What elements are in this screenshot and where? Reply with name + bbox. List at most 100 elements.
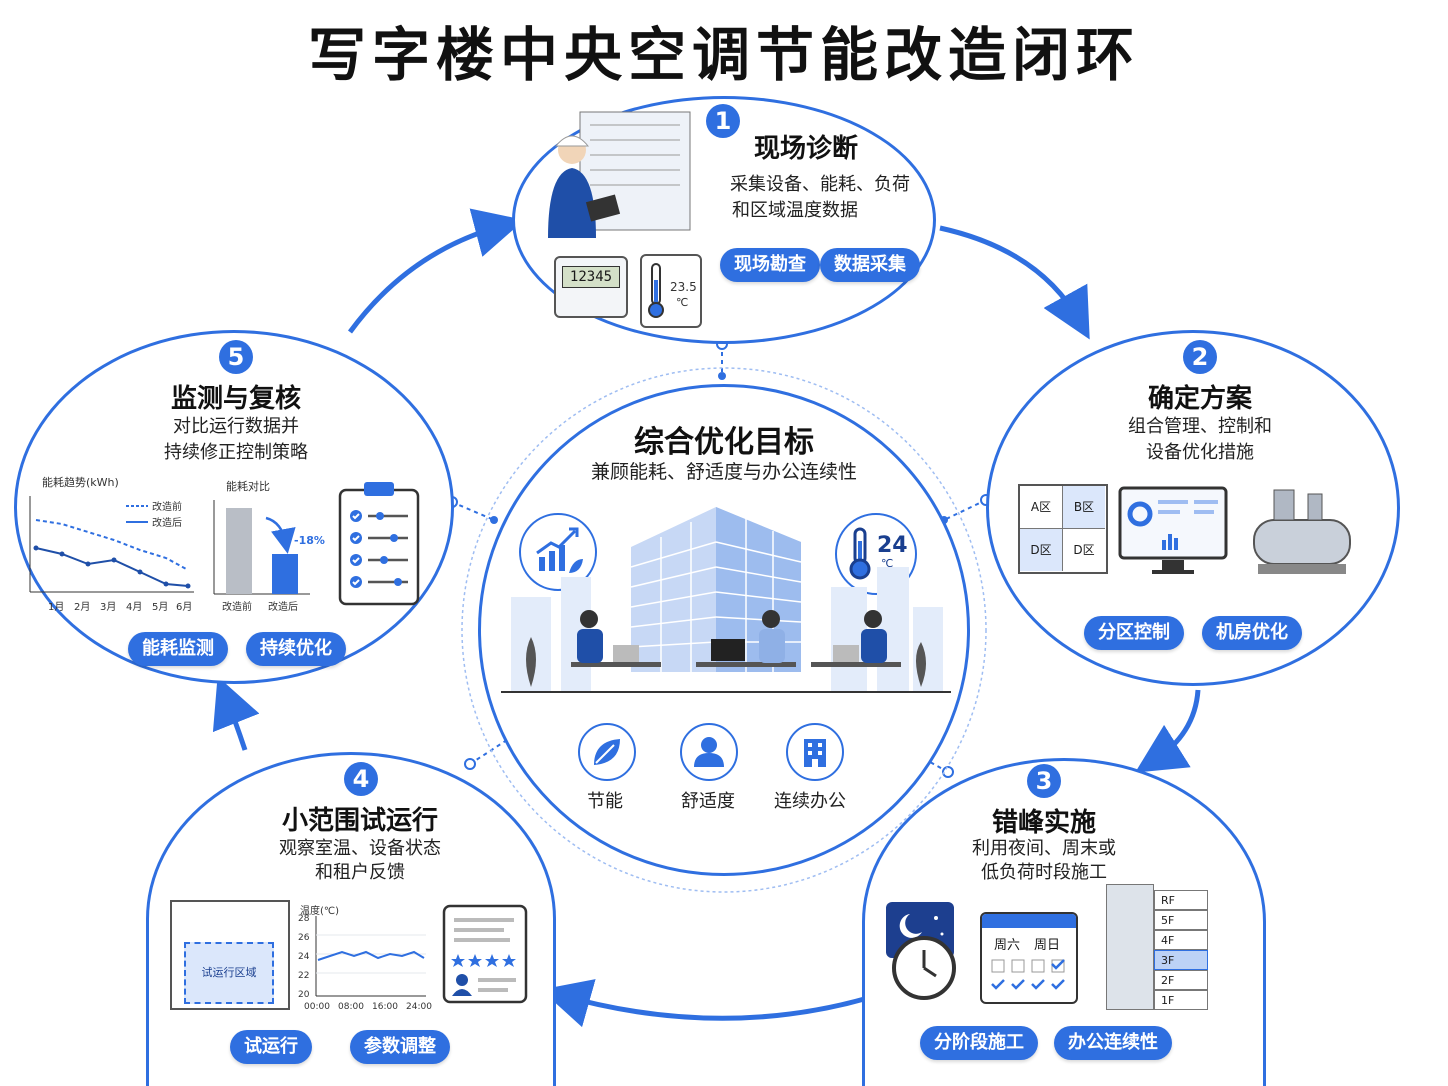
arrow-4-to-5 — [212, 676, 260, 751]
step-2-desc-line-2: 设备优化措施 — [1146, 442, 1254, 463]
tag-office-continuity[interactable]: 办公连续性 — [1054, 1026, 1172, 1060]
goal-label-comfort: 舒适度 — [681, 791, 735, 812]
center-goal-circle: 综合优化目标 兼顾能耗、舒适度与办公连续性 24 ℃ — [478, 384, 970, 876]
technician-illustration — [548, 111, 691, 238]
month-5: 5月 — [152, 602, 169, 613]
floor-rf: RF — [1154, 890, 1208, 910]
floor-5f: 5F — [1154, 910, 1208, 930]
center-temp-unit: ℃ — [881, 557, 894, 570]
zone-b-label: B区 — [1063, 486, 1105, 529]
step-5-title: 监测与复核 — [170, 384, 301, 414]
trend-chart-title: 能耗趋势(kWh) — [42, 476, 119, 489]
trial-zone-label: 试运行区域 — [184, 942, 274, 1004]
zone-floor-plan: A区 B区 D区 D区 — [1018, 484, 1108, 574]
calendar-day-sunday: 周日 — [1034, 938, 1061, 953]
energy-meter-icon: 12345 — [554, 256, 628, 318]
y-tick-20: 20 — [298, 990, 310, 1000]
step-5-desc-line-2: 持续修正控制策略 — [164, 442, 308, 463]
page-title: 写字楼中央空调节能改造闭环 — [307, 21, 1140, 89]
goal-label-energy: 节能 — [587, 791, 623, 812]
compare-label-after: 改造后 — [268, 602, 298, 613]
step-3-desc-line-1: 利用夜间、周末或 — [972, 838, 1116, 859]
step-4-number: 4 — [344, 762, 378, 796]
tag-continuous-optimization[interactable]: 持续优化 — [246, 632, 346, 666]
center-title: 综合优化目标 — [634, 425, 814, 460]
zone-d-label-2: D区 — [1073, 543, 1095, 557]
tag-zone-control[interactable]: 分区控制 — [1084, 616, 1184, 650]
leaf-icon — [578, 723, 636, 781]
person-icon — [680, 723, 738, 781]
step-3-number: 3 — [1027, 764, 1061, 798]
step-1-desc-line-1: 采集设备、能耗、负荷 — [730, 174, 910, 195]
month-3: 3月 — [100, 602, 117, 613]
goal-label-continuity: 连续办公 — [774, 791, 846, 812]
month-1: 1月 — [48, 602, 65, 613]
meter-reading: 12345 — [562, 266, 620, 288]
trial-temperature-chart: 温度(℃) 28 26 24 22 20 00:00 08:00 16:00 2… — [298, 902, 432, 1014]
y-tick-24: 24 — [298, 952, 310, 962]
y-tick-26: 26 — [298, 933, 310, 943]
compare-label-before: 改造前 — [222, 602, 252, 613]
x-tick-0000: 00:00 — [304, 1002, 330, 1012]
step-5-number: 5 — [219, 340, 253, 374]
calendar-day-saturday: 周六 — [994, 938, 1021, 953]
arrow-2-to-3 — [1135, 689, 1201, 773]
x-tick-2400: 24:00 — [406, 1002, 432, 1012]
step-1-number: 1 — [706, 104, 740, 138]
tag-energy-monitoring[interactable]: 能耗监测 — [128, 632, 228, 666]
dashboard-monitor-icon — [1118, 486, 1228, 574]
trial-chart-title: 温度(℃) — [300, 906, 340, 917]
center-temp-value: 24 — [877, 533, 908, 558]
weekend-calendar-icon: 周六 周日 — [980, 912, 1078, 1004]
step-2-desc-line-1: 组合管理、控制和 — [1128, 416, 1272, 437]
x-tick-1600: 16:00 — [372, 1002, 398, 1012]
step-1-title: 现场诊断 — [754, 134, 859, 164]
trial-zone-floor-plan: 试运行区域 — [170, 900, 290, 1010]
step-2-number: 2 — [1183, 340, 1217, 374]
arrow-5-to-1 — [347, 208, 525, 334]
floor-2f: 2F — [1154, 970, 1208, 990]
temperature-sensor-icon: 23.5 ℃ — [640, 254, 702, 328]
tenant-feedback-icon — [442, 904, 528, 1004]
sensor-reading: 23.5 — [670, 280, 697, 294]
tag-plant-room-optimization[interactable]: 机房优化 — [1202, 616, 1302, 650]
floor-3f: 3F — [1154, 950, 1208, 970]
step-4-desc-line-1: 观察室温、设备状态 — [279, 838, 441, 859]
step-2-title: 确定方案 — [1147, 384, 1252, 414]
zone-a-label: A区 — [1020, 486, 1063, 529]
saving-percent: -18% — [294, 534, 325, 547]
zone-d-label-1: D区 — [1020, 529, 1063, 571]
step-5-desc-line-1: 对比运行数据并 — [173, 416, 299, 437]
y-tick-22: 22 — [298, 971, 310, 981]
growth-chart-icon — [519, 513, 597, 591]
y-tick-28: 28 — [298, 914, 310, 924]
arrow-3-to-4 — [540, 979, 869, 1028]
month-6: 6月 — [176, 602, 193, 613]
legend-after: 改造后 — [152, 518, 182, 529]
tag-data-collection[interactable]: 数据采集 — [820, 248, 920, 282]
step-3-desc-line-2: 低负荷时段施工 — [981, 862, 1107, 883]
floor-stack-icon: RF 5F 4F 3F 2F 1F — [1106, 884, 1210, 1012]
floor-1f: 1F — [1154, 990, 1208, 1010]
office-building-illustration — [501, 507, 951, 693]
checklist-clipboard-icon — [338, 482, 420, 606]
month-2: 2月 — [74, 602, 91, 613]
x-tick-0800: 08:00 — [338, 1002, 364, 1012]
tag-parameter-tuning[interactable]: 参数调整 — [350, 1030, 450, 1064]
sensor-unit: ℃ — [676, 296, 689, 309]
tag-trial-run[interactable]: 试运行 — [230, 1030, 312, 1064]
night-clock-icon — [886, 902, 956, 1000]
compare-chart-title: 能耗对比 — [226, 480, 270, 493]
energy-trend-chart: 能耗趋势(kWh) 改造前 改造后 1月 2月 3月 4月 5月 6月 — [26, 474, 198, 614]
center-subtitle: 兼顾能耗、舒适度与办公连续性 — [590, 461, 857, 483]
month-4: 4月 — [126, 602, 143, 613]
chiller-unit-icon — [1253, 489, 1351, 574]
building-icon — [786, 723, 844, 781]
step-4-title: 小范围试运行 — [281, 806, 438, 836]
arrow-1-to-2 — [939, 225, 1090, 340]
tag-site-survey[interactable]: 现场勘查 — [720, 248, 820, 282]
tag-phased-construction[interactable]: 分阶段施工 — [920, 1026, 1038, 1060]
floor-4f: 4F — [1154, 930, 1208, 950]
step-3-title: 错峰实施 — [991, 808, 1096, 838]
legend-before: 改造前 — [152, 502, 182, 513]
